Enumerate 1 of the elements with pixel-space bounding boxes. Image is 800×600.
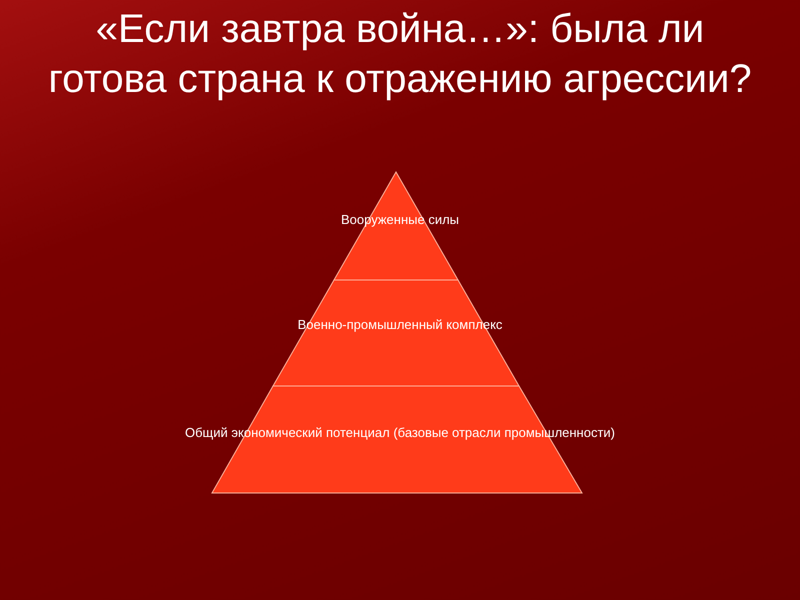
slide-title: «Если завтра война…»: была ли готова страна к отражению агрессии? xyxy=(47,6,753,103)
